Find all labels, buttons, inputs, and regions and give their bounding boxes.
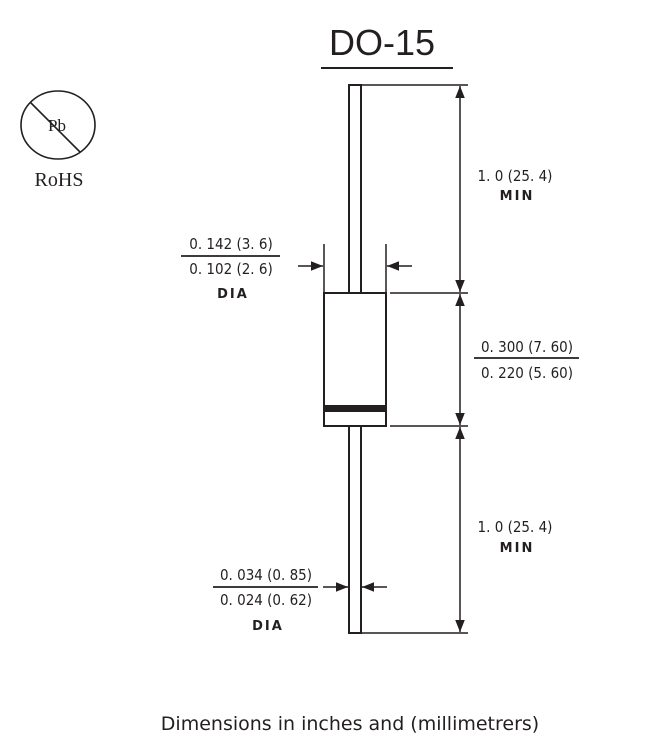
bottom-lead [348,425,362,634]
diode-body [323,292,387,427]
cathode-band [324,405,386,412]
pb-text: Pb [48,116,66,135]
extension-lines [323,84,468,634]
diameter-arrows [298,261,412,592]
body-length-min: 0. 220 (5. 60) [481,364,573,382]
lead-diameter-qualifier: DIA [252,619,284,634]
package-title: DO-15 [329,22,435,63]
top-lead [348,84,362,294]
prohibited-slash-icon [29,101,81,153]
top-lead-length-qualifier: MIN [500,189,535,204]
body-length-label: 0. 300 (7. 60) 0. 220 (5. 60) [474,338,579,382]
rohs-circle-icon [20,90,96,160]
body-diameter-label: 0. 142 (3. 6) 0. 102 (2. 6) DIA [181,235,280,302]
top-lead-length-label: 1. 0 (25. 4) MIN [478,167,553,204]
body-length-max: 0. 300 (7. 60) [481,338,573,356]
body-diameter-max: 0. 142 (3. 6) [189,235,272,253]
bottom-lead-length-label: 1. 0 (25. 4) MIN [478,518,553,556]
dimensions-caption: Dimensions in inches and (millimetrers) [161,713,539,735]
top-lead-length-value: 1. 0 (25. 4) [478,167,553,185]
component-outline [323,84,387,634]
lead-diameter-max: 0. 034 (0. 85) [220,566,312,584]
bottom-lead-length-value: 1. 0 (25. 4) [478,518,553,536]
body-diameter-min: 0. 102 (2. 6) [189,260,272,278]
rohs-badge: Pb RoHS [20,90,96,191]
body-diameter-qualifier: DIA [217,287,249,302]
rohs-label: RoHS [35,169,84,191]
lead-diameter-label: 0. 034 (0. 85) 0. 024 (0. 62) DIA [213,566,318,634]
bottom-lead-length-qualifier: MIN [500,541,535,556]
lead-diameter-min: 0. 024 (0. 62) [220,591,312,609]
